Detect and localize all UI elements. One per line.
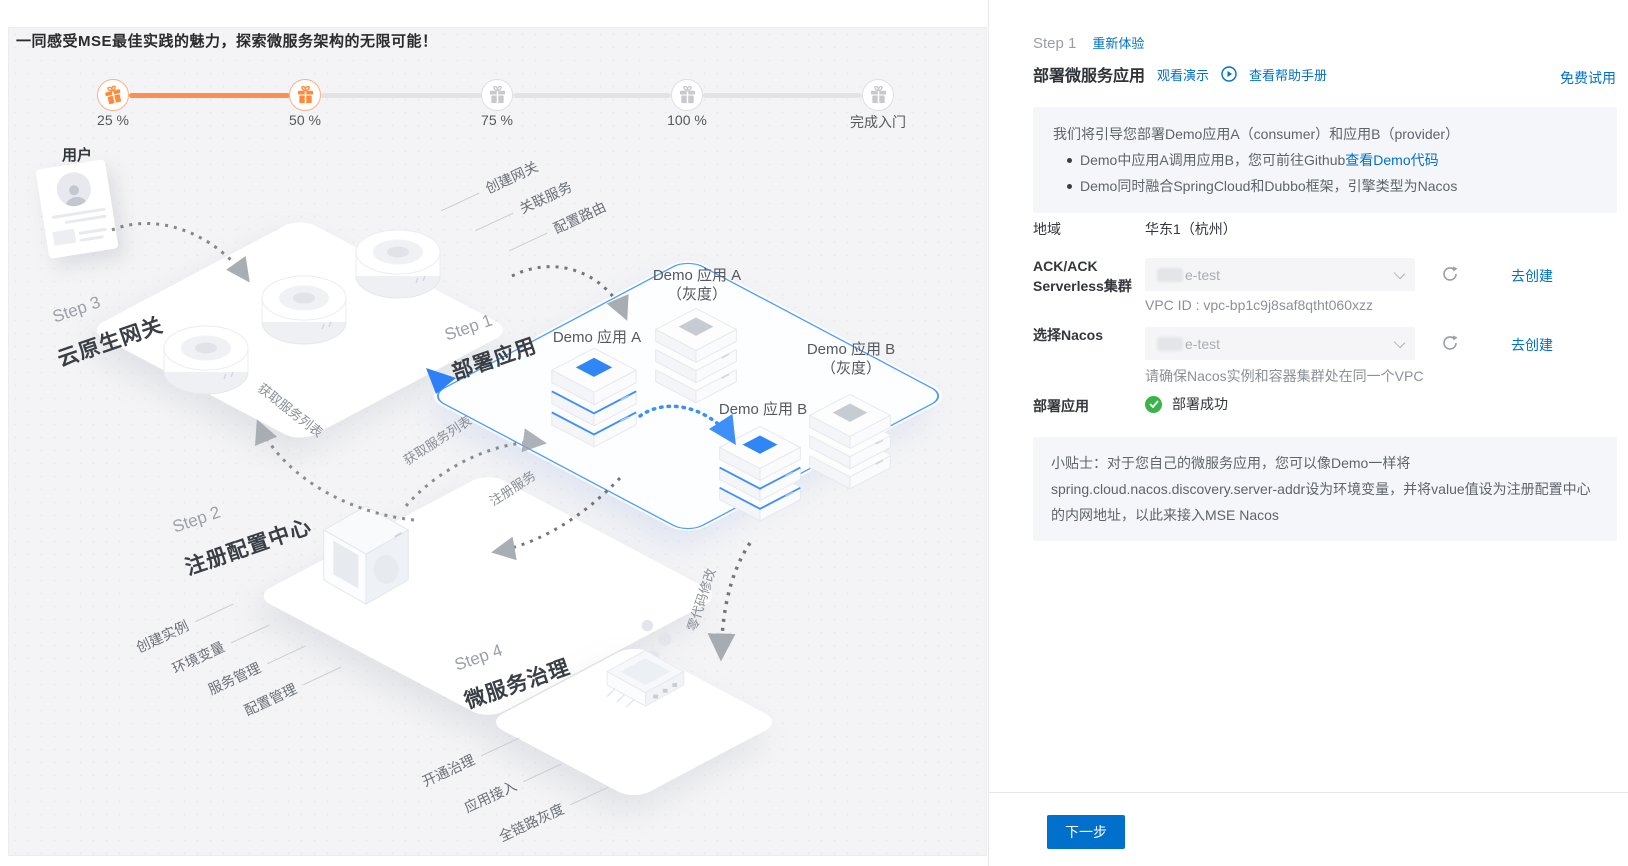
region-label: 地域 xyxy=(1033,221,1061,237)
progress-label: 25 % xyxy=(97,112,129,128)
user-card xyxy=(35,159,119,259)
governance-chip-icon xyxy=(606,619,685,708)
nacos-label: 选择Nacos xyxy=(1033,327,1104,343)
progress-segment xyxy=(513,93,671,98)
user-label: 用户 xyxy=(62,147,93,164)
chevron-down-icon xyxy=(1393,267,1406,280)
progress-segment xyxy=(129,93,290,98)
footer-divider xyxy=(989,792,1628,793)
create-cluster-link[interactable]: 去创建 xyxy=(1511,268,1553,284)
retry-link[interactable]: 重新体验 xyxy=(1092,36,1145,51)
redacted-text xyxy=(1157,267,1183,282)
diagram-area: 一同感受MSE最佳实践的魅力，探索微服务架构的无限可能！ 25 % 50 % 7… xyxy=(8,27,987,856)
tip-box: 小贴士：对于您自己的微服务应用，您可以像Demo一样将spring.cloud.… xyxy=(1033,437,1617,541)
cursor-pointer-icon xyxy=(426,368,456,394)
progress-step-100-gift-icon xyxy=(671,79,703,111)
play-icon[interactable] xyxy=(1221,66,1237,82)
ack-cluster-label: ACK/ACK Serverless集群 xyxy=(1033,258,1132,294)
diagram-arrows xyxy=(111,221,752,662)
nacos-cube-icon xyxy=(322,505,410,605)
progress-label: 100 % xyxy=(667,112,707,128)
panel-step-label: Step 1 xyxy=(1033,35,1077,52)
progress-step-25-gift-icon xyxy=(97,79,129,111)
panel-title: 部署微服务应用 xyxy=(1033,68,1146,85)
view-demo-code-link[interactable]: 查看Demo代码 xyxy=(1345,152,1439,168)
intro-box: 我们将引导您部署Demo应用A（consumer）和应用B（provider） … xyxy=(1033,107,1617,213)
demo-app-b-gray-label: Demo 应用 B（灰度） xyxy=(806,341,896,377)
chevron-down-icon xyxy=(1393,336,1406,349)
ack-cluster-select[interactable]: e-test xyxy=(1145,258,1415,291)
success-check-icon xyxy=(1145,395,1162,413)
intro-bullet: Demo中应用A调用应用B，您可前往Github 查看Demo代码 xyxy=(1053,147,1597,173)
setup-panel: Step 1 重新体验 部署微服务应用 观看演示 查看帮助手册 免费试用 我们将… xyxy=(988,0,1628,866)
help-manual-link[interactable]: 查看帮助手册 xyxy=(1249,67,1328,83)
progress-label: 50 % xyxy=(289,112,321,128)
progress-label: 完成入门 xyxy=(850,114,906,130)
refresh-icon[interactable] xyxy=(1441,265,1459,283)
progress-segment xyxy=(321,93,482,98)
progress-step-75-gift-icon xyxy=(481,79,513,111)
intro-line: 我们将引导您部署Demo应用A（consumer）和应用B（provider） xyxy=(1053,126,1460,142)
region-value: 华东1（杭州） xyxy=(1145,221,1237,237)
next-step-button[interactable]: 下一步 xyxy=(1047,815,1125,849)
intro-bullet: Demo同时融合SpringCloud和Dubbo框架，引擎类型为Nacos xyxy=(1053,173,1597,199)
progress-step-final-gift-icon xyxy=(862,79,894,111)
deploy-label: 部署应用 xyxy=(1033,398,1089,414)
watch-demo-link[interactable]: 观看演示 xyxy=(1157,67,1210,83)
vpc-id-hint: VPC ID : vpc-bp1c9j8saf8qtht060xzz xyxy=(1145,297,1374,313)
demo-app-b-label: Demo 应用 B xyxy=(718,401,808,418)
diagram-headline: 一同感受MSE最佳实践的魅力，探索微服务架构的无限可能！ xyxy=(16,33,438,50)
free-trial-link[interactable]: 免费试用 xyxy=(1560,70,1616,86)
refresh-icon[interactable] xyxy=(1441,334,1459,352)
nacos-select[interactable]: e-test xyxy=(1145,327,1415,360)
nacos-vpc-hint: 请确保Nacos实例和容器集群处在同一个VPC xyxy=(1145,368,1424,384)
progress-label: 75 % xyxy=(481,112,513,128)
progress-step-50-gift-icon xyxy=(289,79,321,111)
bullet-dot xyxy=(1067,157,1072,163)
redacted-text xyxy=(1157,336,1183,351)
bullet-dot xyxy=(1067,183,1072,189)
demo-app-a-gray-label: Demo 应用 A（灰度） xyxy=(652,267,742,303)
demo-app-a-label: Demo 应用 A xyxy=(552,329,642,346)
deploy-status: 部署成功 xyxy=(1145,394,1228,414)
create-nacos-link[interactable]: 去创建 xyxy=(1511,337,1553,353)
progress-segment xyxy=(703,93,862,98)
